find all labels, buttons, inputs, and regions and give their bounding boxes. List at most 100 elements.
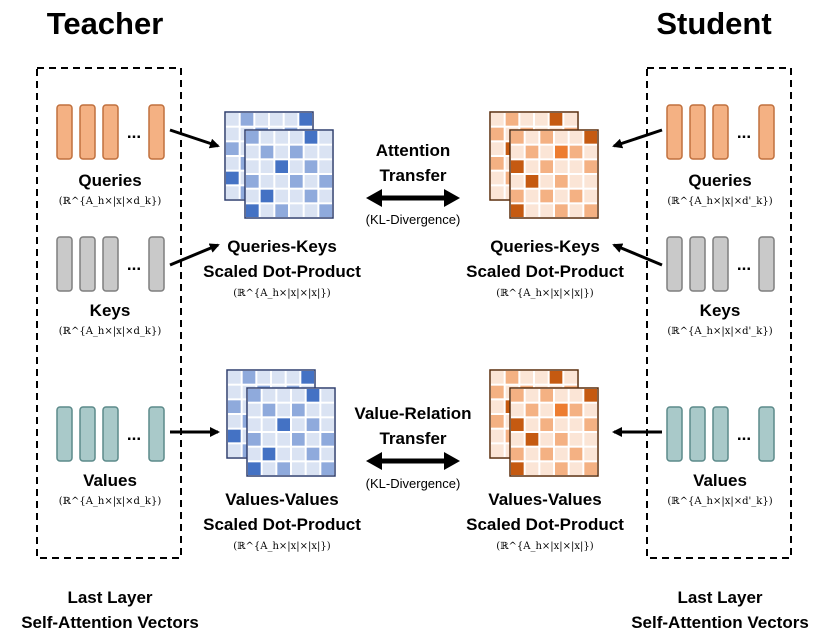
- student-qk-front-cell: [584, 131, 597, 144]
- student-qk-front-cell: [525, 145, 539, 159]
- teacher-qk-front-cell: [304, 145, 318, 159]
- student-qk-front-cell: [569, 145, 583, 159]
- teacher-qk-front-cell: [246, 204, 259, 217]
- teacher-vv-front-cell: [292, 462, 305, 475]
- student-values-ellipsis: ...: [737, 425, 751, 444]
- student-qk-front-cell: [525, 189, 539, 203]
- student-qk-back-cell: [491, 142, 504, 155]
- teacher-qk-front-cell: [275, 145, 288, 159]
- teacher-vv-front-cell: [292, 447, 305, 461]
- student-keys-vector-3: [712, 236, 729, 292]
- student-vv-front-cell: [555, 389, 568, 402]
- teacher-footer-line2: Self-Attention Vectors: [21, 613, 199, 632]
- student-qk-dim: (ℝ^{A_h×|x|×|x|}): [496, 288, 593, 299]
- student-keys-vectors: ...: [666, 236, 775, 292]
- student-vv-front-cell: [511, 403, 524, 417]
- attention-transfer-line2: Transfer: [379, 166, 446, 185]
- teacher-qk-front-cell: [246, 189, 259, 203]
- student-qk-front-cell: [584, 175, 597, 188]
- teacher-qk-front-cell: [304, 160, 318, 173]
- student-queries-vector-3: [712, 104, 729, 160]
- student-keys-dim: (ℝ^{A_h×|x|×d'_k}): [667, 326, 772, 337]
- teacher-vv-front-cell: [262, 403, 276, 417]
- teacher-queries-dim: (ℝ^{A_h×|x|×d_k}): [59, 196, 162, 207]
- student-vv-front-cell: [525, 447, 539, 461]
- teacher-qk-front-cell: [304, 189, 318, 203]
- student-vv-back-cell: [491, 400, 504, 413]
- student-vv-caption-line1: Values-Values: [488, 490, 601, 509]
- teacher-vv-front-cell: [262, 447, 276, 461]
- student-qk-front-cell: [511, 160, 524, 173]
- attention-transfer-note: (KL-Divergence): [366, 212, 461, 227]
- student-vv-front-cell: [584, 403, 597, 417]
- teacher-vv-front-cell: [321, 418, 334, 431]
- teacher-qk-front-cell: [260, 204, 274, 217]
- student-qk-front-cell: [584, 145, 597, 159]
- student-queries-arrow: [612, 128, 663, 149]
- teacher-queries-vector-1: [56, 104, 73, 160]
- student-vv-back-cell: [491, 444, 504, 457]
- teacher-vv-front-cell: [306, 418, 320, 431]
- teacher-keys-vector-4: [148, 236, 165, 292]
- student-qk-front-cell: [555, 131, 568, 144]
- teacher-qk-front-cell: [290, 145, 303, 159]
- student-vv-back-cell: [535, 371, 548, 384]
- teacher-qk-front-cell: [304, 175, 318, 188]
- student-vv-front-cell: [540, 462, 553, 475]
- teacher-qk-front-cell: [290, 131, 303, 144]
- teacher-vv-front-cell: [277, 389, 290, 402]
- teacher-qk-front-cell: [319, 175, 332, 188]
- student-vv-front-cell: [555, 447, 568, 461]
- student-footer-line1: Last Layer: [677, 588, 762, 607]
- student-queries-ellipsis: ...: [737, 123, 751, 142]
- student-keys-vector-4: [758, 236, 775, 292]
- teacher-qk-front-cell: [275, 160, 288, 173]
- student-vv-back-cell: [549, 371, 563, 384]
- student-qk-back-cell: [491, 127, 504, 141]
- teacher-qk-front-cell: [290, 204, 303, 217]
- teacher-vv-back-cell: [228, 429, 241, 443]
- student-qk-front-cell: [540, 131, 553, 144]
- student-qk-front-cell: [525, 160, 539, 173]
- teacher-values-vector-2: [79, 406, 96, 462]
- teacher-keys-vectors: ...: [56, 236, 165, 292]
- teacher-qk-front-cell: [260, 145, 274, 159]
- teacher-qk-front-cell: [290, 189, 303, 203]
- student-qk-back-cell: [564, 113, 577, 126]
- student-vv-front-cell: [569, 403, 583, 417]
- student-vv-front-cell: [569, 462, 583, 475]
- teacher-values-vectors: ...: [56, 406, 165, 462]
- student-vv-back-cell: [564, 371, 577, 384]
- student-vv-front-cell: [511, 418, 524, 431]
- student-qk-front-cell: [555, 145, 568, 159]
- student-vv-front-cell: [555, 433, 568, 446]
- student-qk-front-cell: [511, 204, 524, 217]
- student-vv-front-cell: [511, 389, 524, 402]
- student-qk-front-cell: [511, 189, 524, 203]
- teacher-vv-back-cell: [228, 444, 241, 457]
- attention-transfer-line1: Attention: [376, 141, 451, 160]
- student-vv-front-cell: [555, 418, 568, 431]
- student-vv-front-cell: [540, 389, 553, 402]
- student-queries-vectors: ...: [666, 104, 775, 160]
- teacher-keys-vector-3: [102, 236, 119, 292]
- student-queries-vector-2: [689, 104, 706, 160]
- teacher-keys-ellipsis: ...: [127, 255, 141, 274]
- teacher-vv-front-cell: [321, 403, 334, 417]
- teacher-vv-back-cell: [257, 371, 270, 384]
- teacher-vv-front-cell: [321, 447, 334, 461]
- student-qk-front-cell: [569, 175, 583, 188]
- student-values-vector-1: [666, 406, 683, 462]
- student-qk-front-cell: [569, 204, 583, 217]
- teacher-queries-arrow: [169, 128, 220, 149]
- student-vv-front-cell: [540, 418, 553, 431]
- student-keys-vector-2: [689, 236, 706, 292]
- student-qk-back-cell: [535, 113, 548, 126]
- student-panel: [646, 67, 792, 559]
- teacher-qk-front-cell: [246, 175, 259, 188]
- value-relation-transfer-line1: Value-Relation: [354, 404, 471, 423]
- teacher-keys-vector-1: [56, 236, 73, 292]
- teacher-qk-front-cell: [275, 204, 288, 217]
- value-relation-transfer-double-arrow: [366, 452, 460, 470]
